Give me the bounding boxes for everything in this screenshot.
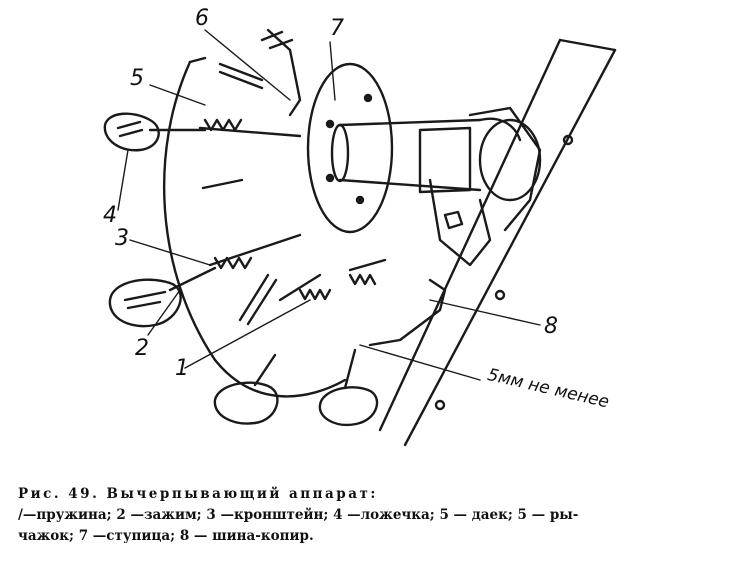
leader-line [204, 29, 291, 101]
mount-nut [443, 210, 464, 230]
frame-rail [378, 38, 562, 432]
copy-rail [368, 278, 447, 347]
disk-edge-upper [188, 56, 207, 64]
label-6: 6 [195, 6, 209, 31]
spoon-handle [343, 348, 357, 390]
disk-outline [162, 60, 347, 398]
label-5: 5 [130, 66, 144, 91]
spoon-inner [123, 290, 167, 310]
frame-rail [558, 38, 617, 52]
mechanism-illustration [103, 28, 617, 447]
frame-rail [403, 48, 617, 447]
hub-cap-ring [478, 117, 522, 142]
lever [198, 126, 302, 138]
spoon [318, 386, 379, 427]
frame-bolt [562, 134, 574, 146]
leader-line [184, 299, 311, 369]
leader-line [329, 41, 336, 101]
hub-collar [418, 126, 472, 194]
spoon [103, 112, 160, 152]
disk-slot [201, 178, 244, 190]
figure-caption: Рис. 49. Вычерпывающий аппарат: /—пружин… [18, 484, 718, 547]
leader-line [129, 239, 211, 266]
hub-bolt [355, 195, 365, 205]
leader-line [147, 289, 181, 336]
disk-slot [218, 62, 264, 82]
leader-line [429, 299, 541, 326]
lever [348, 258, 387, 272]
spoon-handle [253, 353, 277, 387]
spring [298, 288, 332, 301]
spring [203, 118, 243, 132]
lever [208, 233, 302, 267]
mount-plate [468, 106, 542, 232]
leader-line [117, 149, 129, 211]
dog [266, 28, 302, 117]
hub-cylinder [338, 118, 482, 192]
label-7: 7 [330, 16, 344, 41]
hub-flange [306, 62, 394, 234]
hub-cap [478, 118, 542, 202]
lever [278, 273, 322, 302]
label-4: 4 [103, 203, 117, 228]
label-3: 3 [115, 226, 129, 251]
leader-line [359, 344, 481, 381]
label-1: 1 [175, 356, 189, 381]
caption-title: Рис. 49. Вычерпывающий аппарат: [18, 486, 378, 502]
label-2: 2 [135, 336, 149, 361]
hub-bolt [363, 93, 373, 103]
spoon [213, 381, 279, 425]
spring [213, 256, 253, 270]
disk-slot [238, 273, 270, 322]
technical-drawing: 6 7 5 4 3 2 1 8 5мм не менее [103, 6, 617, 447]
label-8: 8 [544, 314, 558, 339]
disk-slot [246, 278, 278, 326]
disk-slot [218, 70, 264, 90]
hub-cylinder-end [330, 123, 350, 183]
hub-bolt [325, 173, 335, 183]
spring [348, 273, 377, 286]
dog-top [260, 30, 294, 50]
caption-line-2: чажок; 7 —ступица; 8 — шина-копир. [18, 528, 314, 544]
spoon-inner [116, 120, 144, 138]
spoon [108, 278, 182, 328]
frame-bolt [434, 399, 446, 411]
leader-line [149, 84, 206, 106]
mount-bracket [428, 178, 492, 267]
spoon-handle [168, 266, 217, 292]
frame-bolt [494, 289, 506, 301]
caption-line-1: /—пружина; 2 —зажим; 3 —кронштейн; 4 —ло… [18, 507, 579, 523]
hub-bolt [325, 119, 335, 129]
